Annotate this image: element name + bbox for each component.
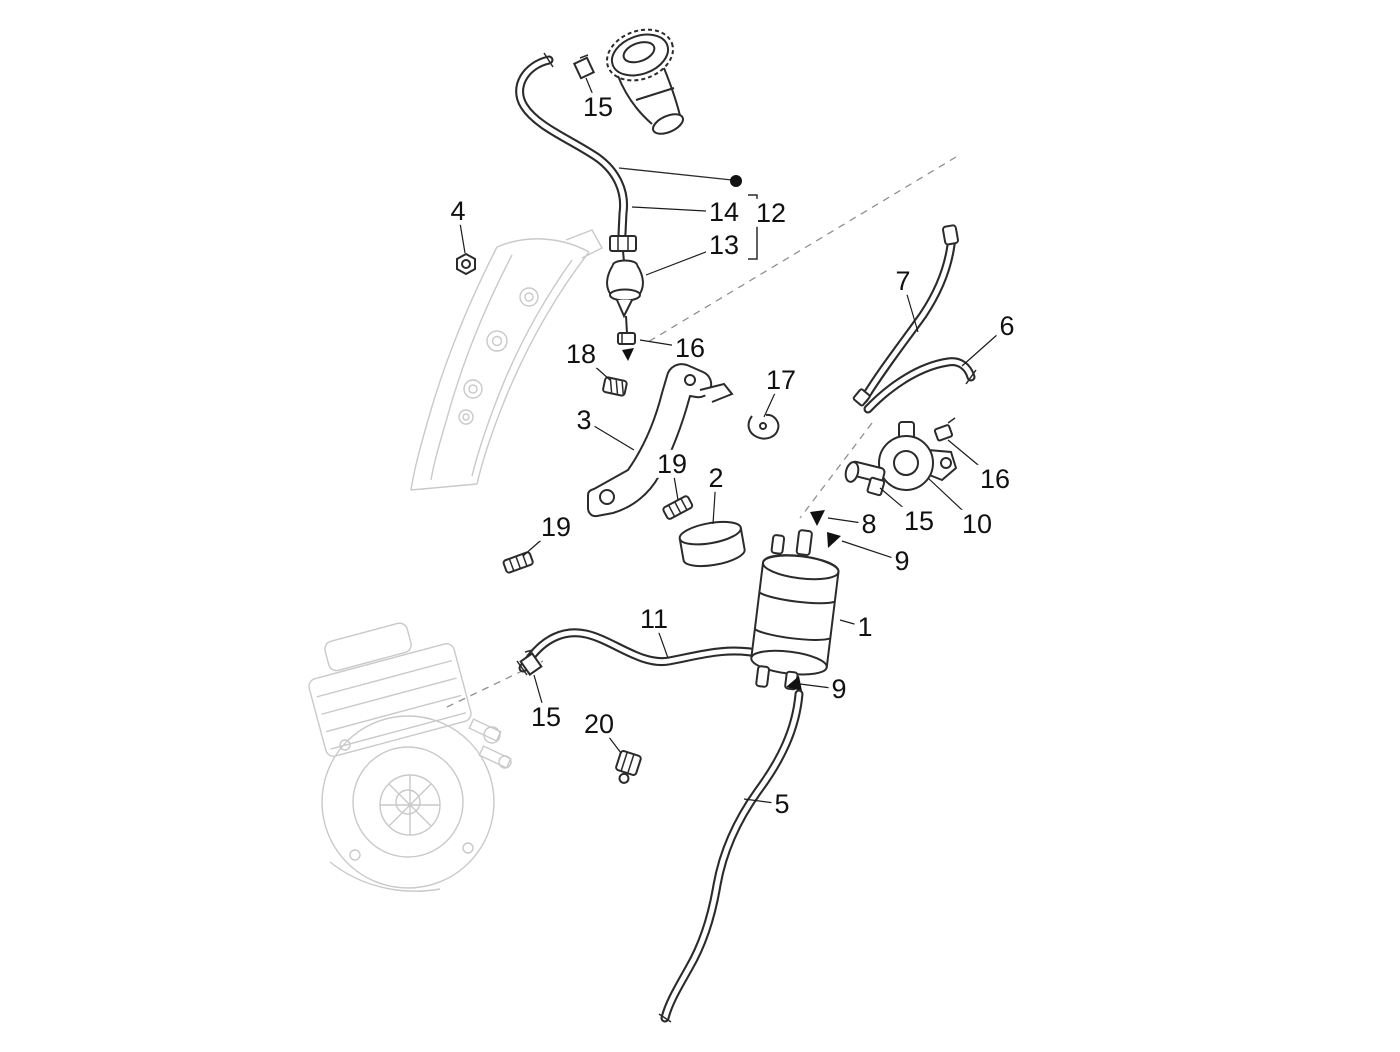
plug-20 [615, 750, 642, 784]
hose-clamp-16-top [617, 332, 636, 361]
check-valve-13 [606, 235, 644, 334]
nut-4 [456, 252, 476, 276]
fuel-filler-cap [606, 28, 684, 135]
engine-ghost [308, 622, 512, 892]
assembly-12-indicator [618, 167, 758, 260]
arrow-8 [810, 510, 825, 526]
breather-hose-14 [520, 52, 624, 234]
band-clamp-2 [678, 520, 746, 568]
hose-clamp-16-right [933, 417, 956, 442]
connector-19-lower [502, 551, 534, 574]
drain-hose-5 [658, 694, 799, 1023]
arrow-9-lower [786, 676, 802, 691]
canister-1 [750, 529, 840, 691]
frame-panel-ghost [410, 229, 603, 491]
bracket-3 [587, 363, 734, 518]
hose-clamp-15-top [572, 54, 596, 80]
clip-18 [602, 376, 628, 397]
connector-19-upper [662, 495, 694, 520]
clip-17 [747, 413, 780, 440]
hose-clamp-15-bottom [519, 649, 543, 676]
construction-lines [446, 156, 957, 708]
vent-hose-11 [516, 633, 762, 676]
arrow-9-upper [827, 532, 841, 548]
hose-6 [868, 362, 977, 409]
hose-7 [852, 224, 959, 407]
